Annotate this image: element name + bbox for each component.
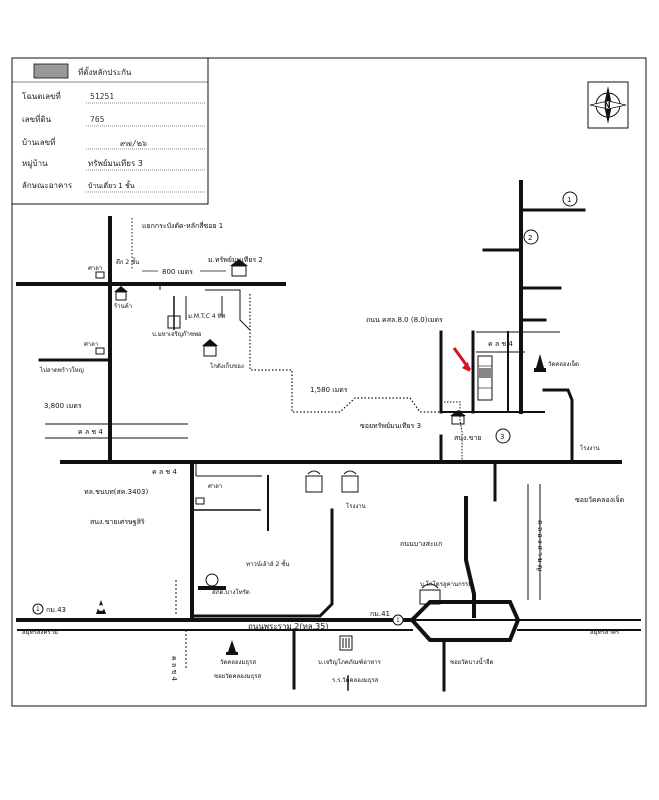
label-canal: ค ล ช 4 [170, 656, 178, 681]
svg-text:2: 2 [528, 234, 532, 242]
svg-text:หมู่บ้าน: หมู่บ้าน [22, 159, 48, 169]
legend-row: บ้านเลขที่ ๙๗/๒๖ [22, 136, 206, 150]
legend-title: ที่ตั้งหลักประกัน [78, 66, 132, 77]
label-km: กม.43 [46, 606, 66, 614]
label-school: สภด.บางโทรัด [212, 588, 250, 596]
label-school: ร.ร.วัดคลองมธุรส [332, 677, 379, 684]
label-sala: ศาลา [88, 265, 102, 272]
label-canal: ค ล ช 4 [152, 468, 177, 476]
map-frame [11, 57, 647, 707]
marker-km43: 1 [32, 603, 44, 615]
label-warehouse: โกดังเก็บของ [210, 361, 244, 370]
factory-icon [305, 470, 359, 493]
svg-text:ทรัพย์มนเทียร 3: ทรัพย์มนเทียร 3 [88, 158, 143, 168]
sala-icon [95, 271, 205, 505]
label-province: สมุทรสาคร [590, 629, 620, 636]
legend-box: ที่ตั้งหลักประกัน โฉนดเลขที่ 51251 เลขที… [11, 57, 209, 205]
map-labels: แยกกระบังตัด-หลักสี่ซอย 1 ศาลา ตึก 2 ชั้… [22, 221, 624, 684]
svg-text:765: 765 [90, 115, 105, 124]
label-company: บ.เจริญโภคภัณฑ์อาหาร [318, 658, 382, 666]
legend-row: โฉนดเลขที่ 51251 [22, 90, 206, 104]
label-distance: 1,580 เมตร [310, 386, 348, 394]
label-factory: โรงงาน [346, 502, 366, 510]
temple-icon [96, 600, 106, 614]
label-pak-road: ไปลาดพร้าวใหญ่ [39, 366, 84, 374]
temple-icon [226, 640, 238, 655]
label-canal: ค ล ช 4 [488, 340, 513, 348]
label-grocery: ร้านค้า [114, 303, 132, 310]
svg-text:บ้านเลขที่: บ้านเลขที่ [22, 136, 55, 147]
marker-2: 2 [523, 229, 539, 245]
label-sala: ศาลา [84, 341, 98, 348]
legend-swatch [33, 63, 69, 79]
label-factory: โรงงาน [580, 444, 600, 452]
label-umtc: ม.M.T.C 4 ทิศ [188, 313, 226, 320]
compass-icon: N [587, 81, 629, 129]
svg-text:ลักษณะอาคาร: ลักษณะอาคาร [22, 181, 73, 190]
route-path-top [159, 284, 251, 331]
label-building2: ตึก 2 ชั้น [116, 256, 139, 266]
label-km: กม.41 [370, 610, 390, 618]
tower-icon [167, 296, 181, 330]
label-sala: ศาลา [208, 483, 222, 490]
label-province: สมุทรสงคราม [22, 629, 58, 636]
factory-icon [419, 583, 441, 605]
legend-row: เลขที่ดิน 765 [22, 113, 206, 127]
route-path-right [441, 401, 463, 462]
label-road: ถนน คสล.8.0 (8.0)เมตร [366, 316, 443, 324]
svg-text:1: 1 [567, 196, 571, 204]
marker-3: 3 [495, 428, 511, 444]
label-village2: ม.ทรัพย์มนเทียร 2 [208, 256, 263, 264]
label-road: ถนนบางสะแก [400, 540, 442, 548]
temple-icon [534, 354, 546, 372]
svg-text:N: N [604, 101, 611, 110]
subject-property [452, 347, 493, 401]
marker-km41: 1 [392, 614, 404, 626]
label-temple: วัดคลองมธุรส [220, 659, 256, 666]
legend-row: หมู่บ้าน ทรัพย์มนเทียร 3 [22, 158, 206, 171]
school-icon [198, 573, 226, 590]
label-distance: 800 เมตร [162, 268, 193, 276]
label-company: บ.โกโดรลูคานกรรม [420, 580, 472, 588]
label-road: ทล.ชนบท(สค.3403) [84, 488, 148, 496]
label-soi: ซอยวัดคลองเจ็ด [575, 495, 624, 504]
svg-text:51251: 51251 [90, 92, 114, 101]
route-path [249, 294, 441, 413]
house-icon [230, 259, 248, 277]
label-office: สนง.ขาย [454, 434, 482, 442]
svg-text:โฉนดเลขที่: โฉนดเลขที่ [22, 90, 61, 101]
label-townhouse: ทาวน์เฮ้าส์ 2 ชั้น [246, 558, 289, 568]
canal-lines [45, 331, 560, 670]
label-office: สนง.ขายเศรษฐสิริ [90, 518, 145, 526]
svg-text:1: 1 [36, 606, 40, 613]
svg-text:เลขที่ดิน: เลขที่ดิน [22, 113, 52, 124]
label-canal: ค ล อ ง ส า ม ญ [536, 520, 544, 571]
label-intersection1: แยกกระบังตัด-หลักสี่ซอย 1 [142, 221, 223, 230]
svg-text:๙๗/๒๖: ๙๗/๒๖ [120, 139, 147, 148]
building-icon [339, 635, 353, 651]
legend-row: ลักษณะอาคาร บ้านเดี่ยว 1 ชั้น [22, 179, 206, 193]
label-distance: 3,800 เมตร [44, 402, 82, 410]
svg-text:3: 3 [500, 433, 504, 441]
label-canal: ค ล ช 4 [78, 428, 103, 436]
marker-1: 1 [562, 191, 578, 207]
house-icon [450, 410, 466, 425]
property-parcel [478, 368, 492, 378]
svg-text:บ้านเดี่ยว 1 ชั้น: บ้านเดี่ยว 1 ชั้น [88, 179, 135, 190]
label-highway: ถนนพระราม 2(ทล.35) [248, 622, 328, 631]
label-temple: วัดคลองเจ็ด [548, 359, 579, 368]
label-soi: ซอยทรัพย์มนเทียร 3 [360, 422, 421, 430]
roads [16, 180, 641, 692]
house-icon [114, 286, 128, 301]
label-mansion: บ.มหาเจริญก๊าซพอ [152, 331, 202, 338]
house-icon [202, 339, 218, 357]
label-soi: ซอยวัดคลองมธุรส [214, 673, 262, 680]
svg-text:1: 1 [396, 617, 400, 624]
label-soi: ซอยวัดบางน้ำจืด [450, 656, 494, 666]
